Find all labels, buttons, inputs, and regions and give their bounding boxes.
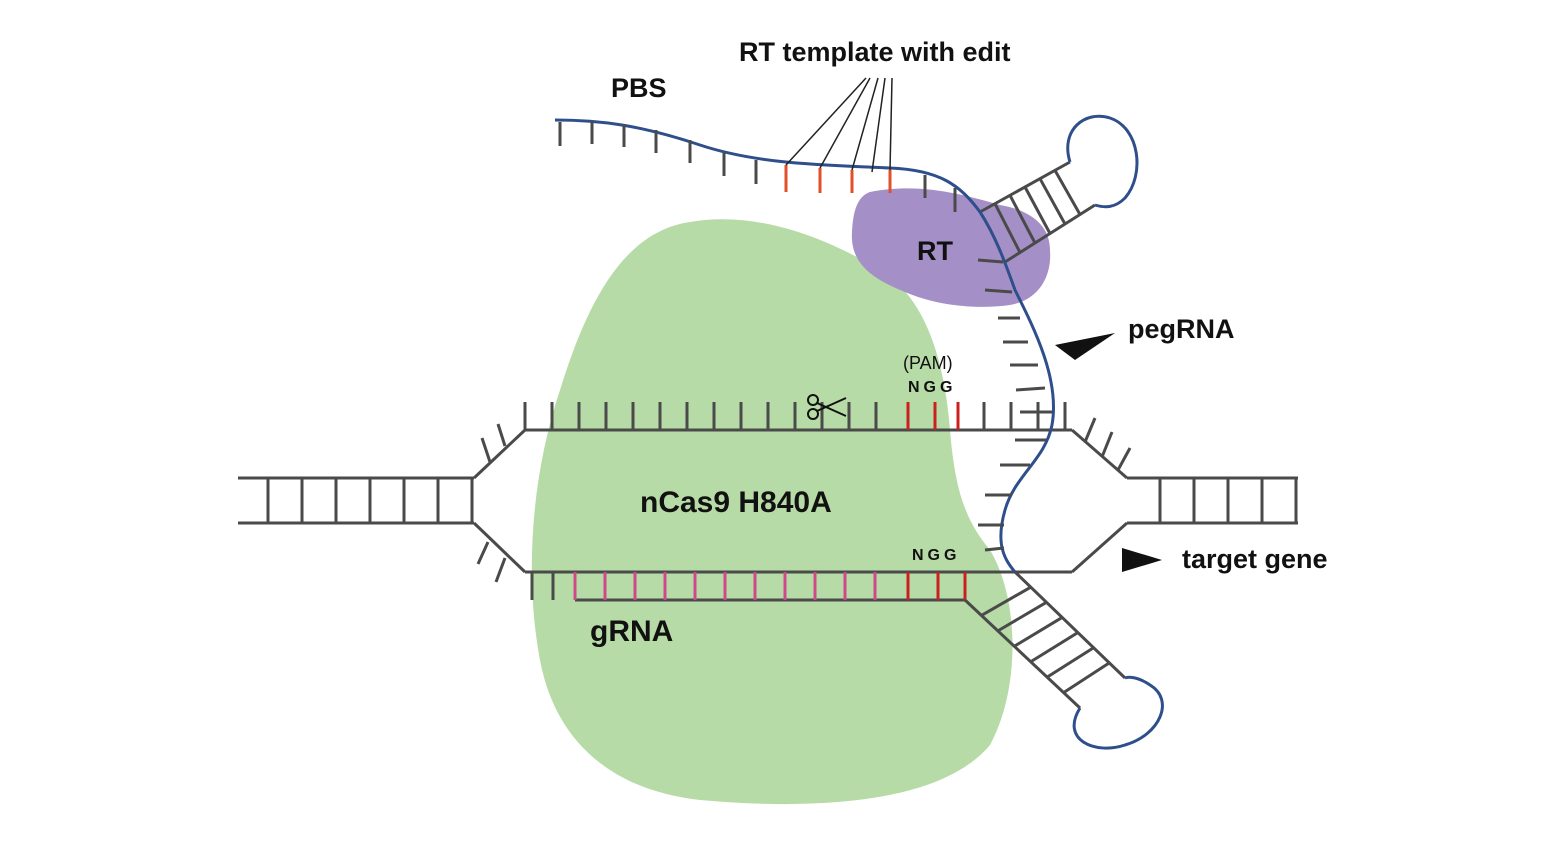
pegrna-base-tick	[984, 288, 1013, 294]
pegrna-backbone	[554, 118, 1055, 573]
target-gene-label: target gene	[1182, 544, 1328, 574]
rt-label: RT	[917, 236, 953, 266]
non-target-strand-bases	[530, 572, 555, 600]
base-tick	[1083, 417, 1097, 443]
dna-duplex	[238, 428, 1298, 574]
target-strand-bases	[523, 402, 1067, 430]
arrowhead-icon	[1055, 333, 1115, 360]
stem-base-pair	[1038, 177, 1067, 225]
stem-base-pair	[1008, 194, 1037, 244]
stem-base-pair	[993, 202, 1022, 254]
pam-paren-label: (PAM)	[903, 353, 953, 373]
rt-template-label: RT template with edit	[739, 37, 1011, 67]
stem-base-pair	[980, 585, 1032, 617]
dna-base-pairs-left	[266, 478, 474, 523]
grna-label: gRNA	[590, 615, 673, 648]
rt-enzyme-shape	[851, 188, 1051, 307]
cas9-protein-shape	[531, 219, 1013, 805]
stem-base-pair	[1023, 186, 1052, 235]
stem-base-pair	[1046, 646, 1095, 679]
stem-base-pair	[1029, 631, 1079, 663]
scissors-icon	[807, 394, 847, 420]
base-tick	[496, 423, 507, 447]
arrowhead-icon	[1122, 548, 1162, 572]
rt-template-edit-bases	[784, 165, 892, 193]
pegrna-base-tick	[977, 258, 1004, 264]
grna-scaffold-hairpin	[963, 570, 1164, 750]
base-tick	[494, 557, 507, 583]
cas9-label: nCas9 H840A	[640, 486, 832, 519]
pegrna-scaffold-hairpin	[979, 114, 1139, 264]
pegrna-base-tick	[1015, 386, 1046, 392]
stem-base-pair	[1013, 616, 1063, 648]
base-tick	[1100, 431, 1114, 458]
base-tick	[1116, 447, 1132, 471]
stem-base-pair	[1053, 169, 1082, 216]
pbs-label: PBS	[611, 73, 667, 103]
grna-strand	[573, 572, 967, 602]
pam-ngg-top-label: NGG	[908, 379, 956, 396]
stem-base-pair	[997, 600, 1048, 633]
base-tick	[480, 437, 492, 463]
pam-ngg-bottom-label: NGG	[912, 547, 960, 564]
unwound-strand-bases	[476, 417, 1132, 583]
dna-base-pairs-right	[1158, 478, 1298, 523]
pam-bases	[906, 402, 960, 430]
base-tick	[476, 541, 490, 565]
pegrna-bases	[558, 121, 1052, 552]
rt-template-pointers	[785, 77, 893, 173]
pegrna-label: pegRNA	[1128, 314, 1235, 344]
pegrna-base-tick	[984, 546, 1005, 552]
stem-base-pair	[1062, 661, 1111, 694]
